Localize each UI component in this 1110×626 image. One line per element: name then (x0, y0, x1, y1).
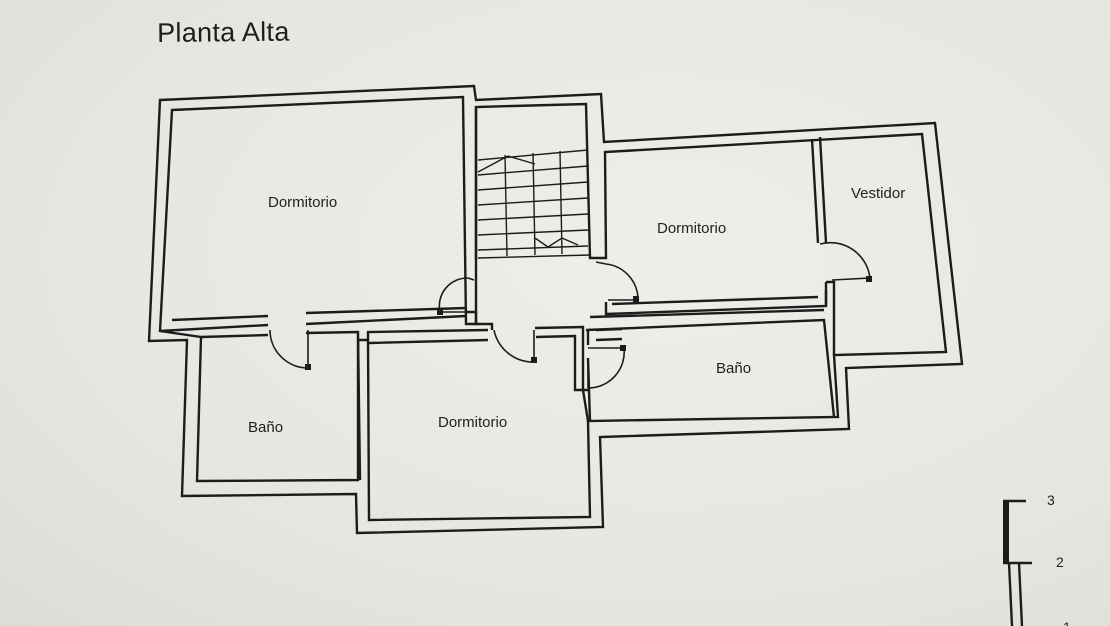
room-label-dormitorio-s: Dormitorio (438, 414, 507, 431)
wall-vestidor (810, 136, 836, 355)
scale-tick-1: 1 (1063, 619, 1071, 626)
scale-tick-3: 3 (1047, 492, 1055, 508)
room-label-dormitorio-nw: Dormitorio (268, 194, 337, 211)
wall-stair-hall (466, 107, 494, 330)
door-sw-bath (269, 329, 311, 370)
door-s-bedroom (493, 329, 537, 363)
door-ne-bedroom-hall (595, 261, 639, 302)
scale-bar: 3 2 1 (1003, 492, 1071, 626)
wall-nw-bedroom-south (159, 306, 467, 333)
room-label-dormitorio-ne: Dormitorio (657, 220, 726, 237)
staircase (477, 149, 591, 259)
room-label-bano-sw: Baño (248, 419, 283, 436)
wall-s-bedroom-north (366, 325, 590, 422)
door-nw-bedroom-hall (437, 277, 475, 315)
scale-tick-2: 2 (1056, 554, 1064, 570)
outer-wall-outer (147, 84, 964, 535)
wall-e-bath (585, 318, 836, 422)
door-vestidor (819, 241, 872, 282)
wall-sw-bath (200, 330, 362, 481)
door-e-bath (587, 345, 626, 389)
room-label-vestidor: Vestidor (851, 185, 905, 202)
room-label-bano-e: Baño (716, 360, 751, 377)
outer-wall-inner (158, 95, 948, 522)
